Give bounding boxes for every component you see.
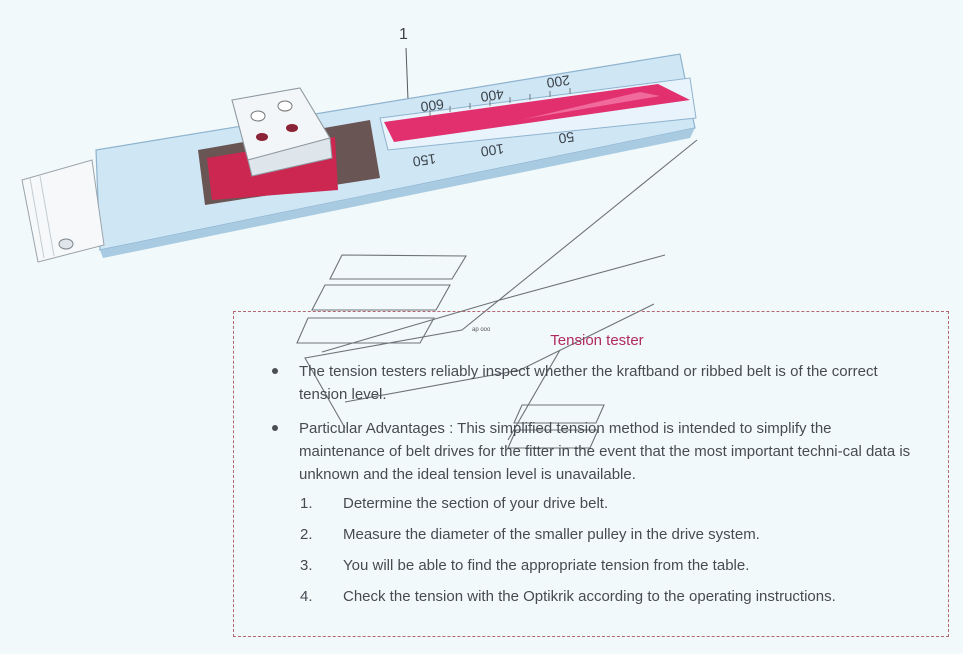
scale-label-600: 600: [419, 96, 445, 115]
tiny-mark: ap ooo: [472, 327, 491, 333]
step-number: 4.: [300, 588, 313, 605]
leader-lines: [296, 139, 698, 449]
info-box: Tension tester The tension testers relia…: [233, 311, 949, 637]
bullet-dot: [272, 368, 278, 374]
step-text: You will be able to find the appropriate…: [343, 557, 750, 574]
step-text: Check the tension with the Optikrik acco…: [343, 588, 836, 605]
bullet-item: Particular Advantages : This simplified …: [272, 417, 912, 486]
scale-label-100: 100: [480, 141, 506, 160]
step-item: 2. Measure the diameter of the smaller pu…: [300, 523, 836, 554]
scale-label-50: 50: [557, 129, 575, 147]
scale-label-400: 400: [479, 86, 505, 105]
scale-label-150: 150: [412, 151, 438, 170]
step-text: Measure the diameter of the smaller pull…: [343, 526, 760, 543]
bullet-list: The tension testers reliably inspect whe…: [272, 360, 912, 497]
step-number: 3.: [300, 557, 313, 574]
callout-leader: [405, 47, 409, 101]
step-item: 4. Check the tension with the Optikrik ac…: [300, 585, 836, 616]
step-number: 1.: [300, 495, 313, 512]
bullet-dot: [272, 425, 278, 431]
step-number: 2.: [300, 526, 313, 543]
bullet-text: Particular Advantages : This simplified …: [299, 420, 911, 483]
step-item: 3. You will be able to find the appropria…: [300, 554, 836, 585]
callout-number: 1: [399, 26, 408, 43]
scale-labels: 600 400 200 150 100 50: [412, 72, 576, 170]
step-text: Determine the section of your drive belt…: [343, 495, 609, 512]
bullet-text: The tension testers reliably inspect whe…: [299, 363, 878, 403]
steps-list: 1. Determine the section of your drive be…: [300, 492, 836, 616]
tool-body: [21, 53, 697, 263]
step-item: 1. Determine the section of your drive be…: [300, 492, 836, 523]
bullet-item: The tension testers reliably inspect whe…: [272, 360, 912, 406]
info-title: Tension tester: [550, 332, 644, 349]
scale-label-200: 200: [545, 72, 571, 91]
clip-housing: [231, 87, 333, 177]
